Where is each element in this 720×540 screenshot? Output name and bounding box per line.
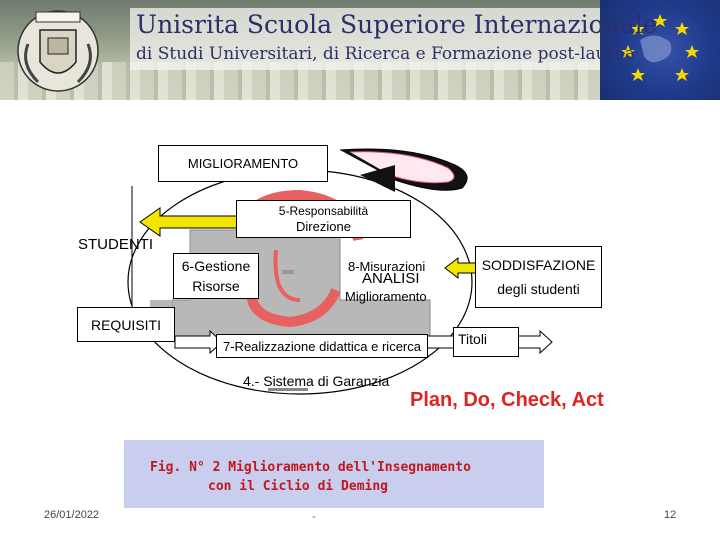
caption-line1: Fig. N° 2 Miglioramento dell'Insegnament… <box>150 460 471 475</box>
header-title: Unisrita Scuola Superiore Internazionale <box>136 10 658 39</box>
realizzazione-label: 7-Realizzazione didattica e ricerca <box>223 338 421 354</box>
miglioramento-box: MIGLIORAMENTO <box>158 145 328 182</box>
europe-flag-icon <box>600 0 720 100</box>
header-subtitle: di Studi Universitari, di Ricerca e Form… <box>136 44 635 64</box>
page-number: 12 <box>664 509 677 521</box>
miglioramento-label: MIGLIORAMENTO <box>187 156 299 171</box>
gestione-label: 6-Gestione <box>181 258 251 274</box>
risorse-label: Risorse <box>192 278 240 294</box>
requisiti-box: REQUISITI <box>77 307 175 342</box>
realizzazione-box: 7-Realizzazione didattica e ricerca <box>216 334 428 358</box>
pdca-label: Plan, Do, Check, Act <box>410 389 604 411</box>
soddisfazione-label: SODDISFAZIONE <box>481 257 596 273</box>
analisi-label: ANALISI <box>362 270 420 287</box>
misurazioni-label: 8-Misurazioni <box>348 259 426 274</box>
yellow-arrow-right <box>444 256 479 280</box>
direzione-label: Direzione <box>296 219 351 234</box>
requisiti-label: REQUISITI <box>90 316 161 333</box>
responsabilita-box: 5-Responsabilità Direzione <box>236 200 411 238</box>
footer-date: 26/01/2022 <box>44 509 100 521</box>
titoli-box: Titoli <box>453 327 519 357</box>
responsabilita-label: 5-Responsabilità <box>278 204 369 218</box>
figure-caption: Fig. N° 2 Miglioramento dell'Insegnament… <box>124 440 544 508</box>
header-banner: Unisrita Scuola Superiore Internazionale… <box>0 0 720 100</box>
studenti-label: STUDENTI <box>78 236 153 253</box>
titoli-label: Titoli <box>458 331 488 347</box>
banner-title-band <box>130 8 600 70</box>
soddisfazione-box: SODDISFAZIONE degli studenti <box>475 246 602 308</box>
caption-line2: con il Ciclio di Deming <box>208 479 389 494</box>
gestione-box: 6-Gestione Risorse <box>173 253 259 299</box>
sistema-garanzia-label: 4.- Sistema di Garanzia <box>243 373 390 389</box>
caption-inner: Fig. N° 2 Miglioramento dell'Insegnament… <box>128 446 540 502</box>
miglioramento-sub-label: Miglioramento <box>345 289 427 304</box>
footer-center: - <box>312 511 316 523</box>
degli-studenti-label: degli studenti <box>497 281 580 297</box>
university-crest-icon <box>17 10 99 92</box>
